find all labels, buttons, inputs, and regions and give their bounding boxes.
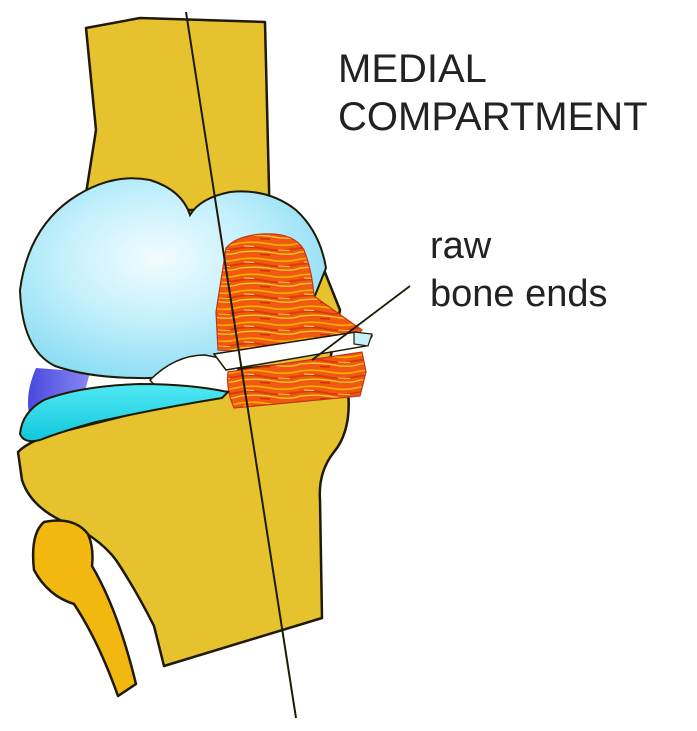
- annotation-line-2: bone ends: [430, 273, 608, 315]
- cartilage-fragment-tip: [354, 332, 372, 346]
- title-line-1: MEDIAL: [338, 47, 487, 91]
- title-line-2: COMPARTMENT: [338, 95, 648, 139]
- annotation-line-1: raw: [430, 225, 492, 267]
